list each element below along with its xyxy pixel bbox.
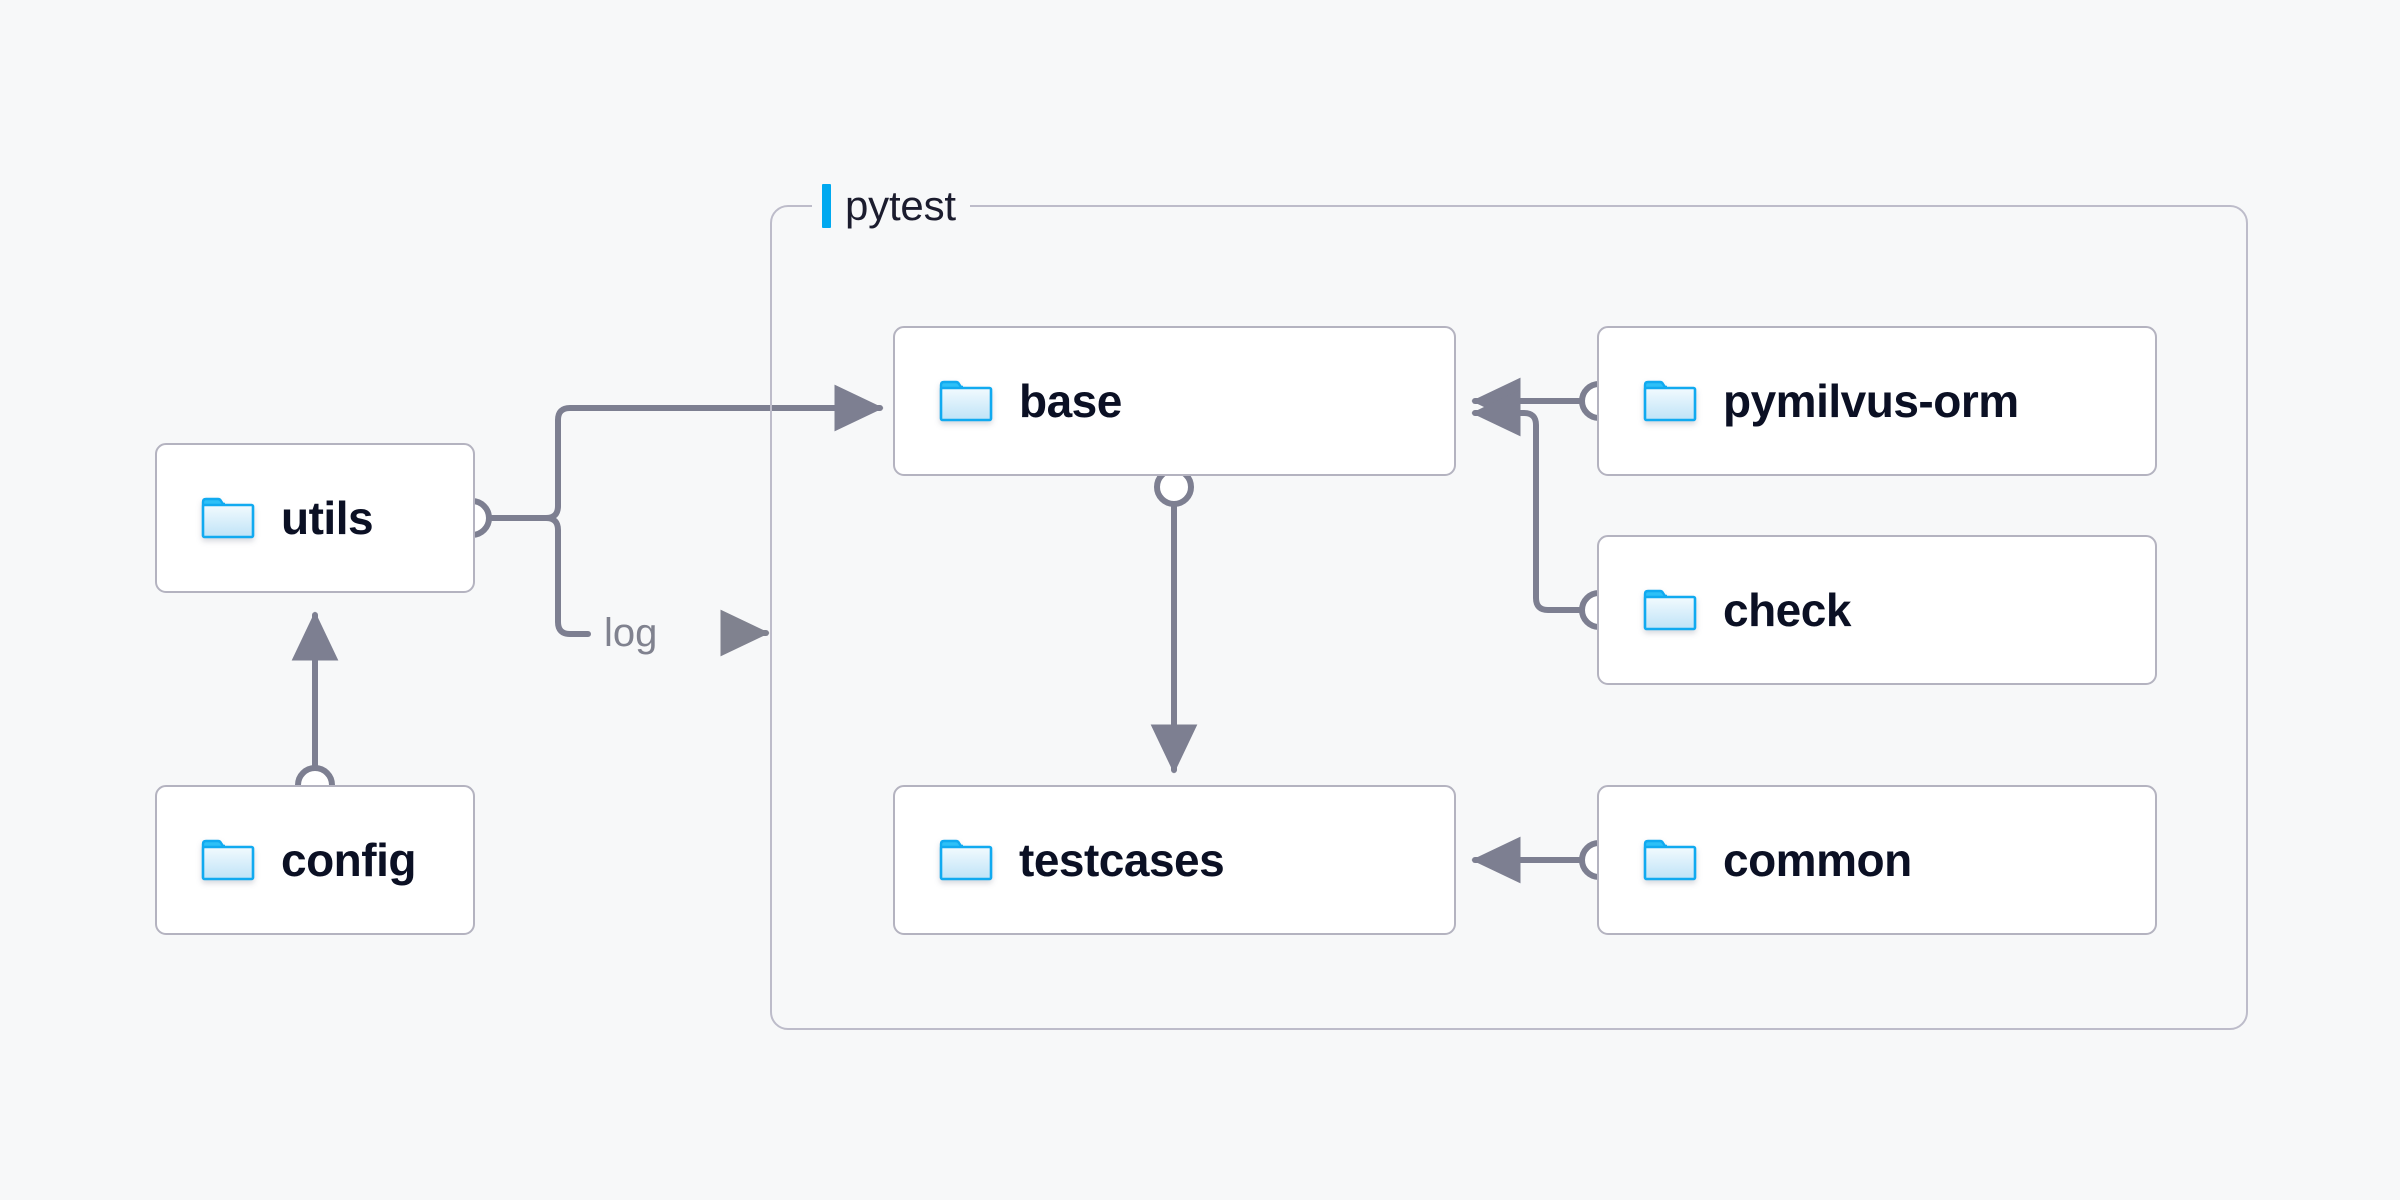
folder-icon: [201, 838, 255, 882]
folder-icon: [939, 838, 993, 882]
node-utils-label: utils: [281, 492, 374, 544]
folder-icon: [201, 496, 255, 540]
group-pytest[interactable]: [770, 205, 2248, 1030]
node-testcases-label: testcases: [1019, 834, 1225, 886]
node-pymilvus-orm-label: pymilvus-orm: [1723, 375, 2019, 427]
node-common-label: common: [1723, 834, 1912, 886]
node-config[interactable]: config: [155, 785, 475, 935]
edge-utils-to-log: [535, 515, 591, 637]
node-utils[interactable]: utils: [155, 443, 475, 593]
node-base[interactable]: base: [893, 326, 1456, 476]
node-pymilvus-orm[interactable]: pymilvus-orm: [1597, 326, 2157, 476]
group-pytest-title: pytest: [845, 182, 956, 229]
node-check-label: check: [1723, 584, 1851, 636]
folder-icon: [939, 379, 993, 423]
node-testcases[interactable]: testcases: [893, 785, 1456, 935]
group-pytest-label: pytest: [812, 180, 970, 232]
folder-icon: [1643, 379, 1697, 423]
edge-label-log: log: [604, 611, 658, 655]
node-base-label: base: [1019, 375, 1122, 427]
folder-icon: [1643, 588, 1697, 632]
node-common[interactable]: common: [1597, 785, 2157, 935]
node-config-label: config: [281, 834, 416, 886]
node-check[interactable]: check: [1597, 535, 2157, 685]
folder-icon: [1643, 838, 1697, 882]
group-accent-bar: [822, 184, 831, 228]
